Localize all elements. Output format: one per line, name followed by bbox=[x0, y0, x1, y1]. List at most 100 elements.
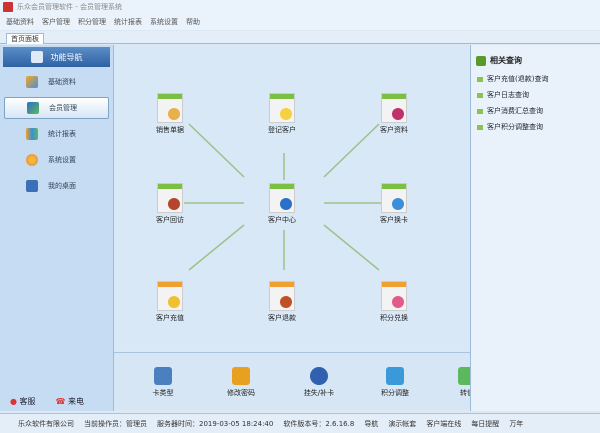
menu-bar: 基础资料 客户管理 积分管理 统计报表 系统设置 帮助 bbox=[0, 14, 600, 30]
button-label: 转值 bbox=[460, 389, 470, 397]
card-type-button[interactable]: 卡类型 bbox=[138, 367, 188, 398]
node-sales-docs[interactable]: 销售单据 bbox=[140, 93, 200, 135]
sidebar-item-label: 我的桌面 bbox=[48, 182, 76, 190]
card-icon bbox=[154, 367, 172, 385]
link-icon bbox=[477, 76, 483, 82]
link-label: 客户日志查询 bbox=[487, 91, 529, 99]
recharge-icon bbox=[157, 281, 183, 311]
refund-icon bbox=[269, 281, 295, 311]
connector-lines bbox=[184, 123, 382, 271]
nav-icon bbox=[30, 51, 43, 63]
menu-reports[interactable]: 统计报表 bbox=[114, 18, 142, 26]
menu-points[interactable]: 积分管理 bbox=[78, 18, 106, 26]
points-exchange-icon bbox=[381, 281, 407, 311]
node-customer-center[interactable]: 客户中心 bbox=[252, 183, 312, 225]
sidebar-item-settings[interactable]: 系统设置 bbox=[4, 149, 109, 171]
sidebar-item-label: 系统设置 bbox=[48, 156, 76, 164]
node-refund[interactable]: 客户退款 bbox=[252, 281, 312, 323]
change-password-button[interactable]: 修改密码 bbox=[216, 367, 266, 398]
nav-header: 功能导航 bbox=[3, 47, 110, 67]
node-customer-visit[interactable]: 客户回访 bbox=[140, 183, 200, 225]
title-bar: 乐众会员管理软件 - 会员管理系统 bbox=[0, 0, 600, 14]
nav-status[interactable]: 导航 bbox=[364, 419, 379, 428]
server-time: 服务器时间：2019-03-05 18:24:40 bbox=[157, 419, 274, 428]
link-label: 客户消费汇总查询 bbox=[487, 107, 543, 115]
node-recharge[interactable]: 客户充值 bbox=[140, 281, 200, 323]
sales-docs-icon bbox=[157, 93, 183, 123]
online-status[interactable]: 客户端在线 bbox=[426, 419, 462, 428]
button-label: 积分调整 bbox=[381, 389, 409, 397]
menu-help[interactable]: 帮助 bbox=[186, 18, 200, 26]
settings-icon bbox=[26, 154, 38, 166]
query-icon bbox=[476, 55, 486, 66]
node-customer-info[interactable]: 客户资料 bbox=[364, 93, 424, 135]
link-icon bbox=[477, 124, 483, 130]
node-register-customer[interactable]: 登记客户 bbox=[252, 93, 312, 135]
status-bar: 乐众软件有限公司 当前操作员：管理员 服务器时间：2019-03-05 18:2… bbox=[0, 413, 600, 433]
register-icon bbox=[269, 93, 295, 123]
daily-reminder[interactable]: 每日提醒 bbox=[471, 419, 500, 428]
sidebar-item-member[interactable]: 会员管理 bbox=[4, 97, 109, 119]
button-label: 修改密码 bbox=[227, 389, 255, 397]
change-card-icon bbox=[381, 183, 407, 213]
adjust-icon bbox=[386, 367, 404, 385]
log-query-link[interactable]: 客户日志查询 bbox=[477, 90, 600, 100]
account-status: 演示帐套 bbox=[388, 419, 417, 428]
customer-service-button[interactable]: ● 客服 bbox=[10, 397, 36, 406]
user-icon bbox=[310, 367, 328, 385]
link-label: 客户充值(退款)查询 bbox=[487, 75, 549, 83]
node-label: 客户资料 bbox=[380, 126, 408, 134]
points-query-link[interactable]: 客户积分调整查询 bbox=[477, 122, 600, 132]
menu-basic[interactable]: 基础资料 bbox=[6, 18, 34, 26]
phone-button[interactable]: ☎ 来电 bbox=[55, 397, 85, 406]
tab-bar: 首页面板 bbox=[0, 31, 600, 44]
tab-home[interactable]: 首页面板 bbox=[6, 33, 44, 44]
link-icon bbox=[477, 108, 483, 114]
sidebar-item-label: 会员管理 bbox=[49, 104, 77, 112]
node-points-exchange[interactable]: 积分兑换 bbox=[364, 281, 424, 323]
app-icon bbox=[3, 2, 13, 12]
node-label: 积分兑换 bbox=[380, 314, 408, 322]
report-loss-button[interactable]: 挂失/补卡 bbox=[294, 367, 344, 398]
node-label: 客户回访 bbox=[156, 216, 184, 224]
operator: 当前操作员：管理员 bbox=[84, 419, 147, 428]
basic-data-icon bbox=[26, 76, 38, 88]
calendar[interactable]: 万年 bbox=[509, 419, 524, 428]
transfer-button[interactable]: 转值 bbox=[442, 367, 470, 398]
function-diagram: 销售单据 登记客户 客户资料 客户回访 客户中心 客户换卡 客户充值 客户退款 … bbox=[114, 45, 470, 351]
menu-settings[interactable]: 系统设置 bbox=[150, 18, 178, 26]
version: 软件版本号：2.6.16.8 bbox=[283, 419, 355, 428]
chart-icon bbox=[26, 128, 38, 140]
sidebar-item-label: 统计报表 bbox=[48, 130, 76, 138]
menu-customer[interactable]: 客户管理 bbox=[42, 18, 70, 26]
phone-label: 来电 bbox=[68, 397, 85, 406]
button-label: 卡类型 bbox=[152, 389, 174, 397]
sidebar-item-desktop[interactable]: 我的桌面 bbox=[4, 175, 109, 197]
node-label: 客户中心 bbox=[268, 216, 296, 224]
nav-header-label: 功能导航 bbox=[50, 52, 83, 62]
link-icon bbox=[477, 92, 483, 98]
visit-icon bbox=[157, 183, 183, 213]
quick-toolbar: 卡类型 修改密码 挂失/补卡 积分调整 转值 bbox=[114, 352, 470, 410]
sidebar-item-label: 基础资料 bbox=[48, 78, 76, 86]
related-queries-panel: 相关查询 客户充值(退款)查询 客户日志查询 客户消费汇总查询 客户积分调整查询 bbox=[470, 45, 600, 411]
node-label: 登记客户 bbox=[268, 126, 296, 134]
transfer-icon bbox=[458, 367, 470, 385]
button-label: 挂失/补卡 bbox=[303, 389, 335, 397]
panel-title: 相关查询 bbox=[490, 56, 522, 65]
recharge-query-link[interactable]: 客户充值(退款)查询 bbox=[477, 74, 600, 84]
node-label: 客户换卡 bbox=[380, 216, 408, 224]
node-label: 销售单据 bbox=[156, 126, 184, 134]
consumption-query-link[interactable]: 客户消费汇总查询 bbox=[477, 106, 600, 116]
customer-info-icon bbox=[381, 93, 407, 123]
company: 乐众软件有限公司 bbox=[18, 419, 74, 428]
customer-center-icon bbox=[269, 183, 295, 213]
node-change-card[interactable]: 客户换卡 bbox=[364, 183, 424, 225]
points-adjust-button[interactable]: 积分调整 bbox=[370, 367, 420, 398]
sidebar-item-basic[interactable]: 基础资料 bbox=[4, 71, 109, 93]
window-title: 乐众会员管理软件 - 会员管理系统 bbox=[17, 3, 122, 11]
lock-icon bbox=[232, 367, 250, 385]
desktop-icon bbox=[26, 180, 38, 192]
sidebar-item-reports[interactable]: 统计报表 bbox=[4, 123, 109, 145]
sidebar: 功能导航 基础资料 会员管理 统计报表 系统设置 我的桌面 ● 客服 ☎ 来电 bbox=[0, 45, 114, 411]
